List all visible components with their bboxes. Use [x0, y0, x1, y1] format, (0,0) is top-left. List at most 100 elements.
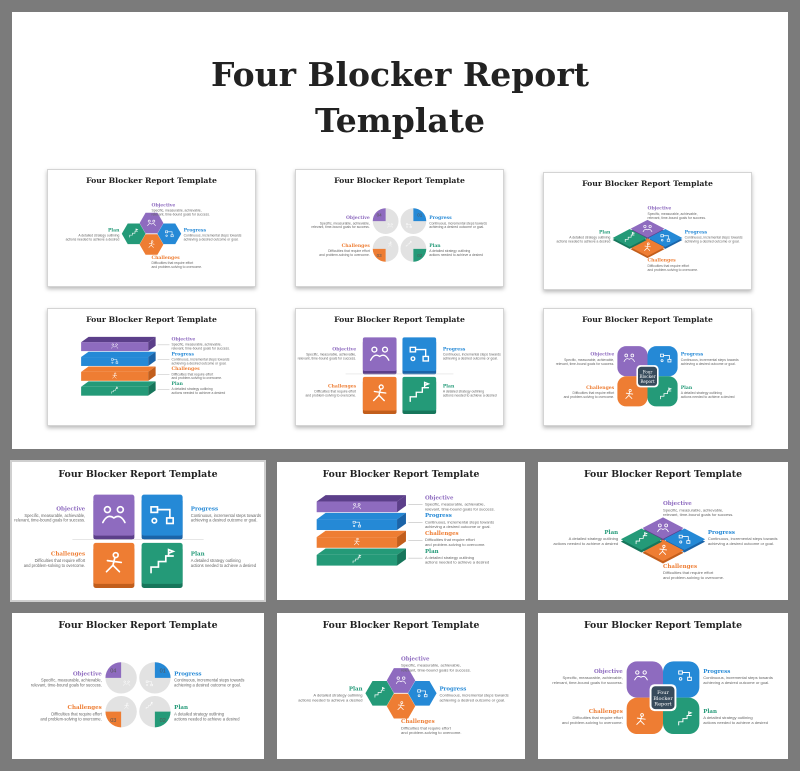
thumbnail-slide-4-objective-desc-2: relevant, time-bound goals for success.: [171, 347, 230, 351]
thumbnail-slide-4-plan-desc-2: actions needed to achieve a desired: [171, 391, 225, 395]
thumbnail-slide-4-layer-front-progress: [81, 357, 149, 366]
thumbnail-slide-4-plan-desc-1: A detailed strategy outlining: [171, 387, 212, 391]
thumbnail-slide-6-objective-desc-2: relevant, time-bound goals for success.: [556, 362, 615, 366]
slide-stack-layer-top-progress: [316, 512, 406, 520]
slide-stack-plan-desc-1: A detailed strategy outlining: [425, 555, 474, 560]
slide-circle-quarter-objective: [105, 662, 122, 678]
handshake-icon: [369, 346, 390, 361]
slide-diamond-challenges-desc-1: Difficulties that require effort: [663, 570, 714, 575]
slide-cross-plan-desc-2: actions needed to achieve a desired: [703, 720, 768, 725]
slide-stack-challenges-desc-2: and problem-solving to overcome.: [425, 542, 486, 547]
slide-circle-objective-label: Objective: [73, 671, 102, 677]
thumbnail-slide-2-challenges-desc-2: and problem-solving to overcome.: [319, 253, 370, 257]
thumbnail-slide-2-quarter-plan: [413, 248, 427, 262]
slide-diamond-progress-label: Progress: [708, 530, 735, 536]
thumbnail-slide-1-objective-desc-2: relevant, time-bound goals for success.: [152, 213, 211, 217]
slide-stack-objective-desc-1: Specific, measurable, achievable,: [425, 502, 485, 507]
slide-squares-block-progress: [141, 494, 183, 536]
thumbnail-slide-2-challenges-desc-1: Difficulties that require effort: [328, 249, 370, 253]
slide-stack-layer-top-plan: [316, 548, 406, 555]
slide-squares-block-objective: [93, 494, 135, 536]
handshake-icon: [642, 224, 653, 233]
flowchart-icon: [678, 534, 691, 544]
stairs-goal-icon: [111, 386, 119, 394]
thumbnail-slide-2-challenges-label: Challenges: [342, 243, 371, 249]
slide-hexagon-challenges-desc-1: Difficulties that require effort: [401, 725, 452, 730]
thumbnail-slide-4-progress-desc-2: achieving a desired outcome or goal.: [171, 361, 226, 365]
slide-cross-challenges-label: Challenges: [589, 709, 623, 715]
stairs-goal-icon: [374, 686, 386, 698]
slide-hexagon-plan-desc-2: actions needed to achieve a desired: [298, 697, 362, 702]
thumbnail-slide-2-plan-desc-1: A detailed strategy outlining: [429, 249, 470, 253]
thumbnail-slide-3-progress-label: Progress: [685, 230, 708, 236]
thumbnail-slide-3-challenges-desc-1: Difficulties that require effort: [648, 264, 690, 268]
slide-title: Four Blocker Report Template: [58, 620, 218, 632]
thumbnail-slide-2-quarter-objective: [372, 208, 386, 222]
slide-circle-challenges-desc-1: Difficulties that require effort: [51, 711, 102, 716]
slide-cross-progress-desc-1: Continuous, incremental steps towards: [703, 675, 773, 680]
thumbnail-slide-6-objective-label: Objective: [590, 352, 614, 358]
slide-title: Four Blocker Report Template: [334, 314, 465, 324]
thumbnail-slide-2-objective-desc-2: relevant, time-bound goals for success.: [311, 225, 370, 229]
slide-diamond-progress-desc-1: Continuous, incremental steps towards: [708, 536, 778, 541]
slide-stack-layer-side-progress: [397, 512, 406, 531]
slide-circle-quarter-challenges: [105, 711, 122, 728]
slide-cross-center-label-1: Four: [657, 690, 669, 696]
slide-title: Four Blocker Report Template: [322, 620, 480, 632]
slide-stack-layer-side-challenges: [397, 530, 406, 548]
thumbnail-slide-3-plan-label: Plan: [599, 230, 611, 236]
thumbnail-slide-2-number-plan: 02: [417, 253, 423, 258]
thumbnail-slide-1-objective-label: Objective: [152, 202, 176, 208]
thumbnail-slide-5-block-objective: [362, 337, 397, 371]
thumbnail-slide-2-progress-desc-1: Continuous, incremental steps towards: [429, 221, 487, 225]
slide-cross-objective-desc-1: Specific, measurable, achievable,: [563, 675, 623, 680]
handshake-icon: [634, 670, 648, 681]
slide-squares-challenges-desc-1: Difficulties that require effort: [35, 558, 86, 563]
thumbnail-slide-4-challenges-desc-2: and problem-solving to overcome.: [171, 376, 222, 380]
slide-squares-progress-desc-2: achieving a desired outcome or goal.: [191, 518, 258, 523]
thumbnail-slide-5-block-plan: [402, 376, 437, 411]
slide-diamond-plan-desc-1: A detailed strategy outlining: [569, 536, 619, 541]
thumbnail-slide-1-challenges-desc-2: and problem-solving to overcome.: [152, 265, 203, 269]
slide-circle-objective-desc-1: Specific, measurable, achievable,: [41, 678, 102, 683]
thumbnail-slide-3-tile-progress: [648, 229, 683, 247]
thumbnail-slide-5-objective-label: Objective: [332, 346, 356, 352]
slide-title: Four Blocker Report Template: [322, 469, 480, 481]
thumbnail-slide-3-plan-desc-2: actions needed to achieve a desired: [557, 240, 611, 244]
thumbnail-slide-5-progress-label: Progress: [443, 346, 466, 352]
slide-stack-objective-label: Objective: [425, 495, 454, 501]
slide-circle-plan-desc-1: A detailed strategy outlining: [174, 711, 224, 716]
slide-circle-progress-label: Progress: [174, 671, 201, 677]
flowchart-icon: [417, 689, 428, 698]
runner-hurdle-icon: [625, 389, 634, 399]
flowchart-icon: [660, 234, 671, 242]
stairs-goal-icon: [678, 711, 693, 726]
thumbnail-slide-3-challenges-label: Challenges: [648, 258, 677, 264]
